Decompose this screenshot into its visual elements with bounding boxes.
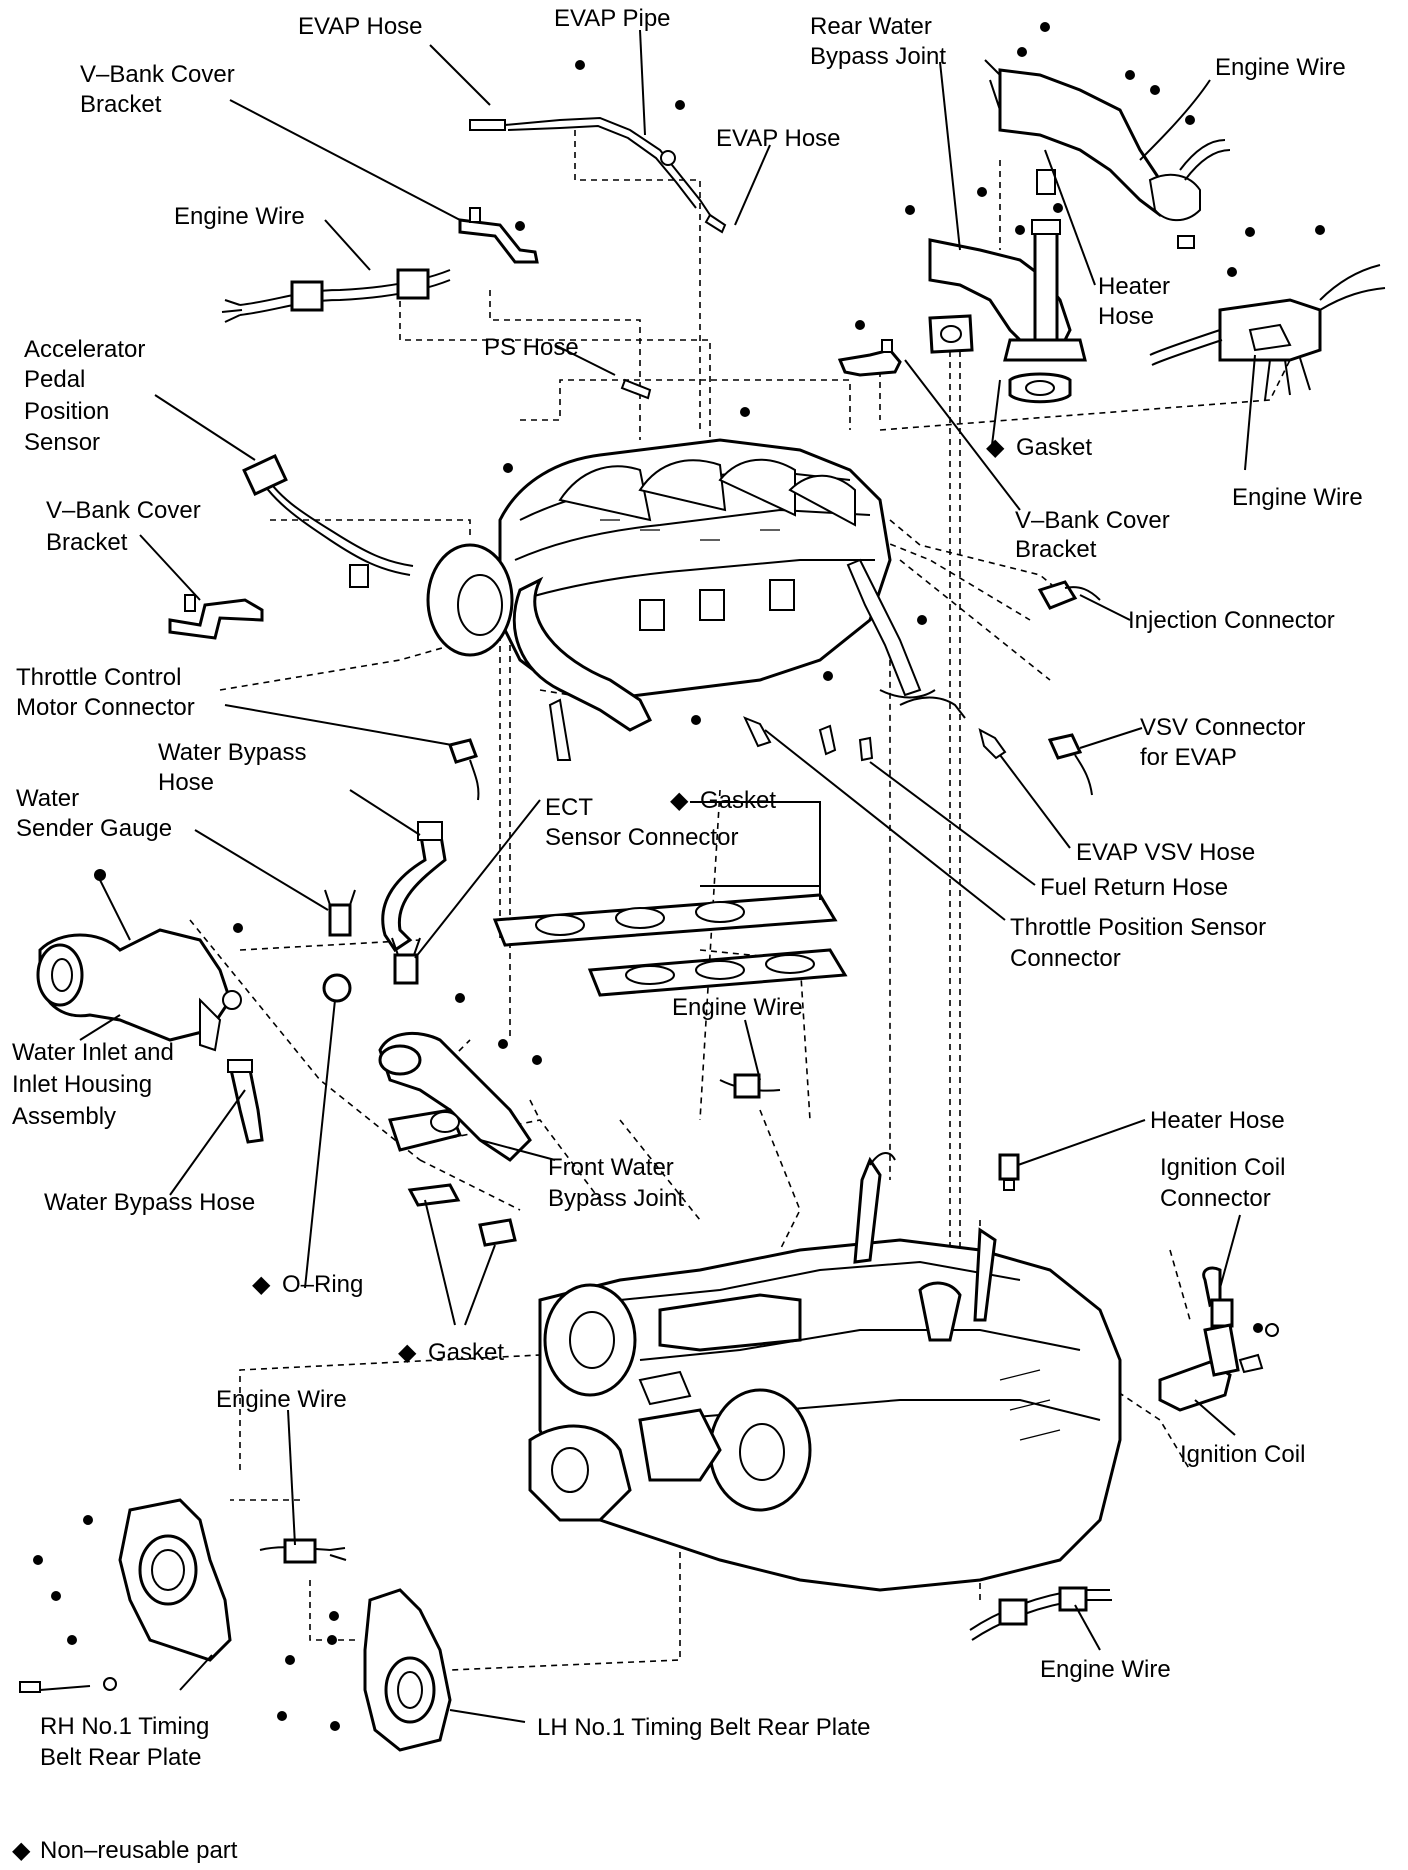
label-rear-water-bypass-joint: Rear Water	[810, 13, 932, 40]
label-engine-wire-top-right: Engine Wire	[1215, 54, 1346, 81]
rh-timing-plate-part	[19, 1498, 232, 1693]
label-injection-connector: Injection Connector	[1128, 607, 1335, 634]
label-fuel-return-hose: Fuel Return Hose	[1040, 874, 1228, 901]
label-vsv-connector-2: for EVAP	[1140, 744, 1237, 771]
heater-hose-right-part	[998, 1153, 1020, 1191]
label-ect-sensor-connector-2: Sensor Connector	[545, 824, 738, 851]
throttle-motor-connector-part	[448, 738, 480, 801]
engine-wire-right-part	[1149, 264, 1386, 401]
intake-manifold-part	[426, 438, 936, 761]
water-sender-gauge-part	[324, 889, 356, 937]
label-rh-timing-plate-2: Belt Rear Plate	[40, 1744, 201, 1771]
label-rh-timing-plate: RH No.1 Timing	[40, 1713, 209, 1740]
label-ect-sensor-connector: ECT	[545, 794, 593, 821]
label-water-inlet: Water Inlet and	[12, 1039, 174, 1066]
label-accelerator-sensor-2: Pedal	[24, 366, 85, 393]
label-engine-wire-center: Engine Wire	[672, 994, 803, 1021]
lh-timing-plate-part	[363, 1588, 452, 1752]
engine-wire-center-part	[719, 1073, 781, 1099]
label-evap-pipe: EVAP Pipe	[554, 5, 671, 32]
ps-hose-part	[620, 378, 652, 400]
label-o-ring: O–Ring	[282, 1271, 363, 1298]
label-engine-wire-top-left: Engine Wire	[174, 203, 305, 230]
label-v-bank-cover-bracket-right-2: Bracket	[1015, 536, 1097, 563]
label-water-sender-gauge-2: Sender Gauge	[16, 815, 172, 842]
v-bank-cover-bracket-left-part	[168, 594, 264, 640]
evap-hose-pipe-part	[469, 116, 727, 234]
water-bypass-hose-bottom-part	[227, 1059, 264, 1144]
label-v-bank-cover-bracket-top: V–Bank Cover	[80, 61, 235, 88]
gasket-top-right-diamond: ◆	[986, 434, 1005, 461]
label-evap-hose-top: EVAP Hose	[298, 13, 423, 40]
callout-labels: EVAP Hose EVAP Pipe Rear Water Bypass Jo…	[12, 5, 1363, 1771]
label-gasket-intake: Gasket	[700, 787, 776, 814]
engine-wire-bottom-left-part	[259, 1538, 347, 1564]
engine-wire-top-left-part	[221, 268, 451, 323]
label-throttle-position-sensor-2: Connector	[1010, 945, 1121, 972]
label-throttle-position-sensor: Throttle Position Sensor	[1010, 914, 1266, 941]
water-bypass-hose-top-part	[381, 821, 447, 953]
legend-text: Non–reusable part	[40, 1837, 238, 1864]
label-water-bypass-hose-top-2: Hose	[158, 769, 214, 796]
label-front-water-bypass-joint-2: Bypass Joint	[548, 1185, 684, 1212]
label-v-bank-cover-bracket-right: V–Bank Cover	[1015, 507, 1170, 534]
label-evap-hose-mid: EVAP Hose	[716, 125, 841, 152]
gasket-intake-diamond: ◆	[670, 787, 689, 814]
label-gasket-top-right: Gasket	[1016, 434, 1092, 461]
gasket-bottom-diamond: ◆	[398, 1339, 417, 1366]
v-bank-cover-bracket-right-part	[837, 339, 902, 377]
label-lh-timing-plate: LH No.1 Timing Belt Rear Plate	[537, 1714, 870, 1741]
label-accelerator-sensor-4: Sensor	[24, 429, 100, 456]
label-v-bank-cover-bracket-left: V–Bank Cover	[46, 497, 201, 524]
label-engine-wire-bottom-right: Engine Wire	[1040, 1656, 1171, 1683]
bolt-markers	[33, 22, 1325, 1731]
label-vsv-connector: VSV Connector	[1140, 714, 1305, 741]
accelerator-sensor-part	[242, 454, 414, 588]
label-ignition-coil-connector-2: Connector	[1160, 1185, 1271, 1212]
label-water-sender-gauge: Water	[16, 785, 79, 812]
label-throttle-motor-connector: Throttle Control	[16, 664, 181, 691]
label-water-inlet-3: Assembly	[12, 1103, 116, 1130]
label-evap-vsv-hose: EVAP VSV Hose	[1076, 839, 1255, 866]
ect-sensor-connector-part	[391, 937, 421, 985]
label-gasket-bottom: Gasket	[428, 1339, 504, 1366]
label-ignition-coil: Ignition Coil	[1180, 1441, 1305, 1468]
engine-wire-bottom-right-part	[969, 1586, 1112, 1641]
label-water-bypass-hose-bottom: Water Bypass Hose	[44, 1189, 255, 1216]
label-rear-water-bypass-joint-2: Bypass Joint	[810, 43, 946, 70]
injection-connector-part	[1037, 580, 1101, 610]
v-bank-cover-bracket-top-part	[458, 207, 539, 264]
label-accelerator-sensor-3: Position	[24, 398, 109, 425]
front-water-bypass-joint-part	[378, 1031, 532, 1247]
label-heater-hose-right: Heater Hose	[1150, 1107, 1285, 1134]
label-engine-wire-bottom-left: Engine Wire	[216, 1386, 347, 1413]
ignition-coil-part	[1158, 1266, 1279, 1412]
evap-vsv-hose-part	[743, 696, 1007, 762]
label-heater-hose-top-2: Hose	[1098, 303, 1154, 330]
water-inlet-housing-part	[36, 869, 242, 1052]
o-ring-part	[322, 973, 352, 1003]
label-accelerator-sensor: Accelerator	[24, 336, 145, 363]
o-ring-diamond: ◆	[252, 1271, 271, 1298]
label-front-water-bypass-joint: Front Water	[548, 1154, 674, 1181]
engine-block-part	[528, 1152, 1122, 1592]
label-engine-wire-right: Engine Wire	[1232, 484, 1363, 511]
legend-symbol: ◆	[12, 1837, 31, 1864]
legend: ◆ Non–reusable part	[12, 1837, 238, 1864]
label-v-bank-cover-bracket-left-2: Bracket	[46, 529, 128, 556]
label-ps-hose: PS Hose	[484, 334, 579, 361]
label-water-inlet-2: Inlet Housing	[12, 1071, 152, 1098]
vsv-connector-part	[1047, 733, 1093, 796]
label-heater-hose-top: Heater	[1098, 273, 1170, 300]
heater-hose-top-part	[984, 59, 1231, 249]
label-throttle-motor-connector-2: Motor Connector	[16, 694, 195, 721]
rear-water-bypass-joint-part	[928, 169, 1087, 404]
intake-gasket-part	[492, 893, 848, 997]
label-ignition-coil-connector: Ignition Coil	[1160, 1154, 1285, 1181]
label-water-bypass-hose-top: Water Bypass	[158, 739, 307, 766]
label-v-bank-cover-bracket-top-2: Bracket	[80, 91, 162, 118]
label-leader-lines	[79, 29, 1256, 1723]
